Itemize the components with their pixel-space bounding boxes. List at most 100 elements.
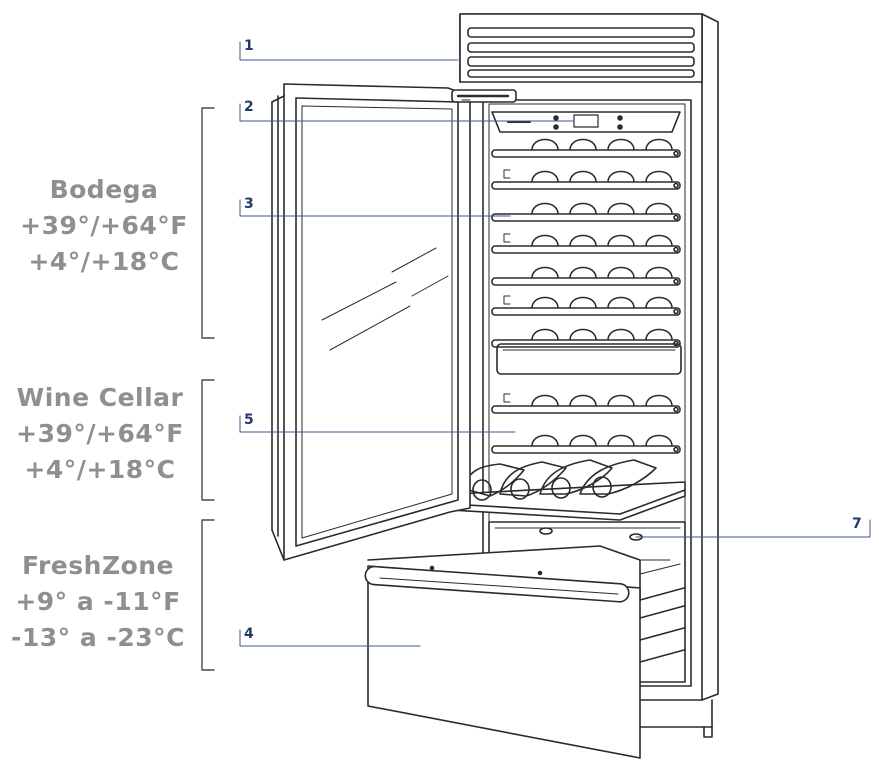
wine-bottle — [569, 434, 597, 447]
leader-7 — [635, 519, 871, 538]
glass-door — [271, 83, 517, 561]
wine-bottle — [607, 202, 635, 215]
shelf-rail — [491, 181, 681, 190]
shelf-knob — [673, 406, 679, 413]
wine-shelf — [491, 138, 681, 158]
wine-bottle — [531, 202, 559, 215]
wine-bottle — [607, 394, 635, 407]
wine-bottle — [531, 266, 559, 279]
wine-bottle — [569, 170, 597, 183]
wine-bottle — [569, 234, 597, 247]
shelf-rail — [491, 405, 681, 414]
wine-bottle — [645, 296, 673, 309]
wine-bottle — [607, 138, 635, 151]
wine-bottle — [607, 328, 635, 341]
zone-name: Bodega — [49, 175, 159, 204]
wine-bottle — [645, 328, 673, 341]
freshzone-drawer — [364, 545, 641, 759]
wine-bottle — [569, 266, 597, 279]
wine-shelf — [491, 434, 681, 454]
shelf-rail — [491, 149, 681, 158]
wine-bottle — [607, 234, 635, 247]
wine-bottle — [531, 138, 559, 151]
wine-bottle — [531, 394, 559, 407]
wine-bottle — [645, 434, 673, 447]
callout-7: 7 — [852, 516, 862, 532]
zone-brackets — [201, 107, 215, 671]
shelf-knob — [673, 446, 679, 453]
shelf-tag — [503, 169, 511, 179]
wine-shelf — [491, 202, 681, 222]
wine-bottle — [607, 170, 635, 183]
leader-1 — [239, 41, 459, 61]
bracket-freshzone — [201, 519, 215, 671]
wine-bottle — [569, 328, 597, 341]
wine-bottle — [607, 434, 635, 447]
leader-3 — [239, 199, 511, 217]
callout-5: 5 — [244, 412, 254, 428]
wine-bottle — [645, 202, 673, 215]
wine-bottle — [645, 266, 673, 279]
callout-leaders — [239, 41, 871, 647]
shelf-rail — [491, 277, 681, 286]
leader-2 — [239, 103, 575, 122]
zone-divider — [496, 343, 682, 375]
wine-bottle — [531, 170, 559, 183]
shelf-rail — [491, 245, 681, 254]
shelf-tag — [503, 393, 511, 403]
wine-bottle — [531, 234, 559, 247]
wine-shelf — [491, 266, 681, 286]
zone-temp-c: -13° a -23°C — [11, 623, 185, 652]
wine-bottle — [607, 266, 635, 279]
wine-shelf — [491, 295, 681, 316]
bracket-wine-cellar — [201, 379, 215, 501]
zone-wine-cellar: Wine Cellar +39°/+64°F +4°/+18°C — [0, 380, 200, 488]
zone-name: FreshZone — [22, 551, 174, 580]
wine-shelf — [491, 169, 681, 190]
wine-bottle — [645, 170, 673, 183]
shelf-tag — [503, 295, 511, 305]
shelf-knob — [673, 308, 679, 315]
zone-temp-f: +39°/+64°F — [20, 211, 188, 240]
shelf-knob — [673, 182, 679, 189]
wine-bottle — [531, 296, 559, 309]
wine-bottle — [645, 234, 673, 247]
callout-2: 2 — [244, 99, 254, 115]
wine-shelf — [491, 393, 681, 414]
shelf-rail — [491, 213, 681, 222]
zone-temp-f: +9° a -11°F — [15, 587, 181, 616]
zone-freshzone: FreshZone +9° a -11°F -13° a -23°C — [0, 548, 196, 656]
wine-bottle — [607, 296, 635, 309]
callout-1: 1 — [244, 38, 254, 54]
control-panel — [491, 111, 681, 133]
shelf-rail — [491, 445, 681, 454]
wine-shelves — [491, 138, 681, 454]
leader-4 — [239, 629, 421, 647]
wine-bottle — [569, 296, 597, 309]
leader-5 — [239, 415, 516, 433]
top-vent-grille — [459, 13, 703, 83]
zone-temp-c: +4°/+18°C — [28, 247, 180, 276]
callout-4: 4 — [244, 626, 254, 642]
shelf-knob — [673, 246, 679, 253]
wine-bottle — [645, 138, 673, 151]
shelf-rail — [491, 307, 681, 316]
shelf-knob — [673, 278, 679, 285]
bracket-bodega — [201, 107, 215, 339]
zone-temp-f: +39°/+64°F — [16, 419, 184, 448]
shelf-tag — [503, 233, 511, 243]
wine-bottle — [569, 202, 597, 215]
callout-3: 3 — [244, 196, 254, 212]
wine-bottle — [569, 138, 597, 151]
wine-bottle — [531, 434, 559, 447]
wine-bottle — [531, 328, 559, 341]
wine-bottle — [645, 394, 673, 407]
wine-shelf — [491, 233, 681, 254]
shelf-knob — [673, 214, 679, 221]
zone-temp-c: +4°/+18°C — [24, 455, 176, 484]
wine-bottle — [569, 394, 597, 407]
shelf-knob — [673, 150, 679, 157]
zone-bodega: Bodega +39°/+64°F +4°/+18°C — [4, 172, 204, 280]
